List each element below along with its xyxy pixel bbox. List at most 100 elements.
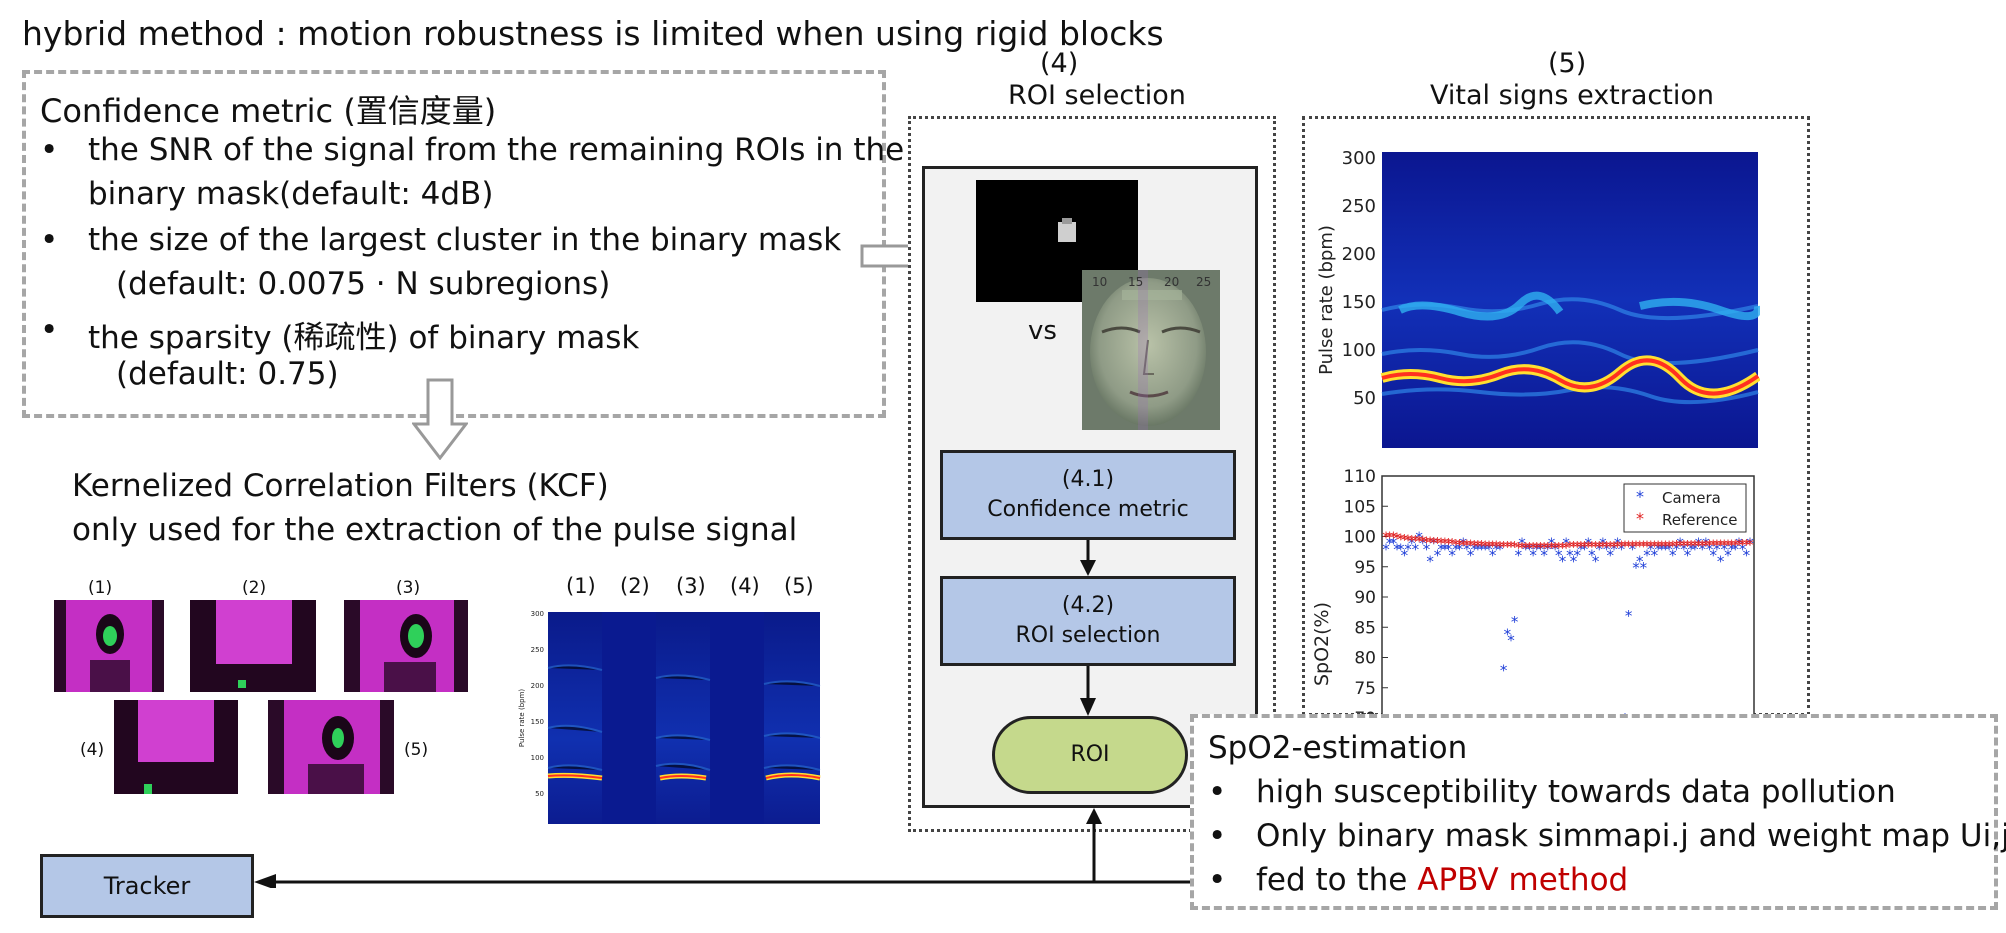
reference-point: * bbox=[1614, 538, 1622, 556]
roi-section-title: ROI selection bbox=[1008, 80, 1186, 111]
camera-point: * bbox=[1540, 547, 1548, 565]
down-hollow-arrow-icon bbox=[412, 378, 468, 460]
camera-point: * bbox=[1470, 541, 1478, 559]
camera-point: * bbox=[1610, 541, 1618, 559]
reference-point: * bbox=[1526, 539, 1534, 557]
reference-point: * bbox=[1621, 538, 1629, 556]
camera-point: * bbox=[1467, 547, 1475, 565]
spo2-legend: * Camera * Reference bbox=[1623, 483, 1747, 533]
reference-point: * bbox=[1482, 538, 1490, 556]
roi-section-number: (4) bbox=[1040, 48, 1079, 79]
camera-point: * bbox=[1482, 541, 1490, 559]
camera-point: * bbox=[1397, 541, 1405, 559]
roi-step-label: ROI selection bbox=[1015, 623, 1161, 648]
camera-point: * bbox=[1687, 541, 1695, 559]
thumb-label-3: (3) bbox=[396, 578, 421, 598]
tracking-thumbnail-1 bbox=[54, 600, 164, 692]
reference-point: * bbox=[1397, 530, 1405, 548]
thumb-label-1: (1) bbox=[88, 578, 113, 598]
reference-point: * bbox=[1537, 539, 1545, 557]
reference-point: * bbox=[1463, 536, 1471, 554]
spo2-heading: SpO2-estimation bbox=[1208, 730, 1468, 766]
vital-ytick-300: 300 bbox=[1342, 148, 1376, 169]
camera-point: * bbox=[1504, 625, 1512, 643]
camera-point: * bbox=[1437, 541, 1445, 559]
reference-point: * bbox=[1485, 538, 1493, 556]
reference-point: * bbox=[1658, 538, 1666, 556]
camera-point: * bbox=[1577, 541, 1585, 559]
reference-point: * bbox=[1691, 537, 1699, 555]
camera-point: * bbox=[1537, 541, 1545, 559]
reference-point: * bbox=[1640, 538, 1648, 556]
vital-ylabel: Pulse rate (bpm) bbox=[1316, 225, 1337, 375]
camera-point: * bbox=[1511, 613, 1519, 631]
reference-point: * bbox=[1496, 538, 1504, 556]
reference-point: * bbox=[1412, 532, 1420, 550]
spo2-ytick-label: 105 bbox=[1344, 497, 1376, 517]
reference-point: * bbox=[1555, 539, 1563, 557]
confidence-step-label: Confidence metric bbox=[987, 497, 1189, 522]
reference-point: * bbox=[1636, 538, 1644, 556]
camera-point: * bbox=[1698, 541, 1706, 559]
reference-point: * bbox=[1706, 536, 1714, 554]
camera-point: * bbox=[1724, 547, 1732, 565]
spo2-ytick-label: 70 bbox=[1354, 709, 1376, 716]
camera-point: * bbox=[1746, 535, 1754, 553]
reference-point: * bbox=[1551, 539, 1559, 557]
camera-point: * bbox=[1515, 547, 1523, 565]
kcf-heading: Kernelized Correlation Filters (KCF) bbox=[72, 468, 609, 504]
confidence-item-2-detail: (default: 0.0075 · N subregions) bbox=[116, 266, 611, 302]
reference-point: * bbox=[1676, 537, 1684, 555]
reference-point: * bbox=[1441, 535, 1449, 553]
camera-point: * bbox=[1412, 541, 1420, 559]
camera-point: * bbox=[1621, 710, 1629, 716]
camera-point: * bbox=[1522, 541, 1530, 559]
reference-point: * bbox=[1647, 538, 1655, 556]
kcf-ytick-150: 150 bbox=[531, 718, 544, 726]
reference-point: * bbox=[1533, 539, 1541, 557]
reference-point: * bbox=[1559, 539, 1567, 557]
camera-point: * bbox=[1415, 529, 1423, 547]
vital-ytick-250: 250 bbox=[1342, 196, 1376, 217]
reference-point: * bbox=[1596, 538, 1604, 556]
camera-point: * bbox=[1673, 541, 1681, 559]
camera-point: * bbox=[1662, 541, 1670, 559]
reference-point: * bbox=[1584, 538, 1592, 556]
reference-point: * bbox=[1728, 536, 1736, 554]
face-tick-15: 15 bbox=[1128, 275, 1143, 289]
tracking-thumbnail-4 bbox=[114, 700, 238, 794]
reference-point: * bbox=[1562, 539, 1570, 557]
legend-reference-label: Reference bbox=[1662, 511, 1738, 529]
apbv-method-highlight: APBV method bbox=[1417, 862, 1629, 898]
camera-point: * bbox=[1500, 662, 1508, 680]
reference-point: * bbox=[1500, 538, 1508, 556]
reference-point: * bbox=[1588, 538, 1596, 556]
reference-point: * bbox=[1662, 538, 1670, 556]
camera-point: * bbox=[1618, 541, 1626, 559]
spo2-ytick-label: 95 bbox=[1354, 558, 1376, 578]
camera-point: * bbox=[1570, 553, 1578, 571]
camera-point: * bbox=[1452, 541, 1460, 559]
reference-point: * bbox=[1577, 538, 1585, 556]
spectro-label-1: (1) bbox=[566, 574, 596, 598]
camera-point: * bbox=[1607, 547, 1615, 565]
spo2-ylabel: SpO2(%) bbox=[1311, 602, 1333, 686]
camera-point: * bbox=[1430, 535, 1438, 553]
confidence-metric-step: (4.1) Confidence metric bbox=[940, 450, 1236, 540]
reference-point: * bbox=[1618, 538, 1626, 556]
camera-point: * bbox=[1419, 535, 1427, 553]
reference-point: * bbox=[1629, 538, 1637, 556]
kcf-ytick-200: 200 bbox=[531, 682, 544, 690]
reference-point: * bbox=[1401, 531, 1409, 549]
camera-point: * bbox=[1559, 553, 1567, 571]
reference-point: * bbox=[1493, 538, 1501, 556]
camera-point: * bbox=[1529, 547, 1537, 565]
spo2-ytick-label: 85 bbox=[1354, 618, 1376, 638]
camera-point: * bbox=[1739, 541, 1747, 559]
down-arrow-icon bbox=[1080, 666, 1096, 716]
vital-ytick-150: 150 bbox=[1342, 292, 1376, 313]
reference-point: * bbox=[1717, 536, 1725, 554]
vital-ytick-50: 50 bbox=[1353, 388, 1376, 409]
reference-point: * bbox=[1511, 538, 1519, 556]
camera-point: * bbox=[1588, 547, 1596, 565]
